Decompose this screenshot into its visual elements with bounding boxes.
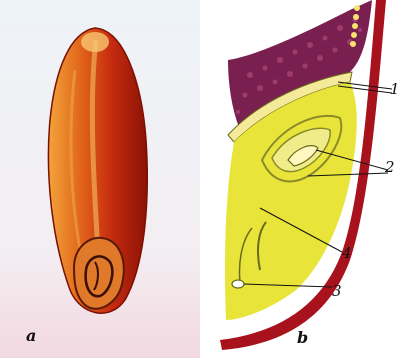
- grain-tip: [81, 32, 109, 52]
- callout-3: 3: [332, 282, 342, 300]
- callout-2: 2: [385, 158, 395, 176]
- callout-1: 1: [390, 80, 400, 98]
- callout-4: 4: [342, 244, 352, 262]
- grain-drawing: [0, 0, 200, 358]
- panel-label-b: b: [297, 328, 308, 347]
- panel-label-a: a: [26, 326, 36, 345]
- section-drawing: [200, 0, 403, 358]
- panel-a-grain-photo: a: [0, 0, 200, 358]
- root-tip: [232, 280, 244, 288]
- panel-b-section-diagram: 1 2 4 3 b: [200, 0, 403, 358]
